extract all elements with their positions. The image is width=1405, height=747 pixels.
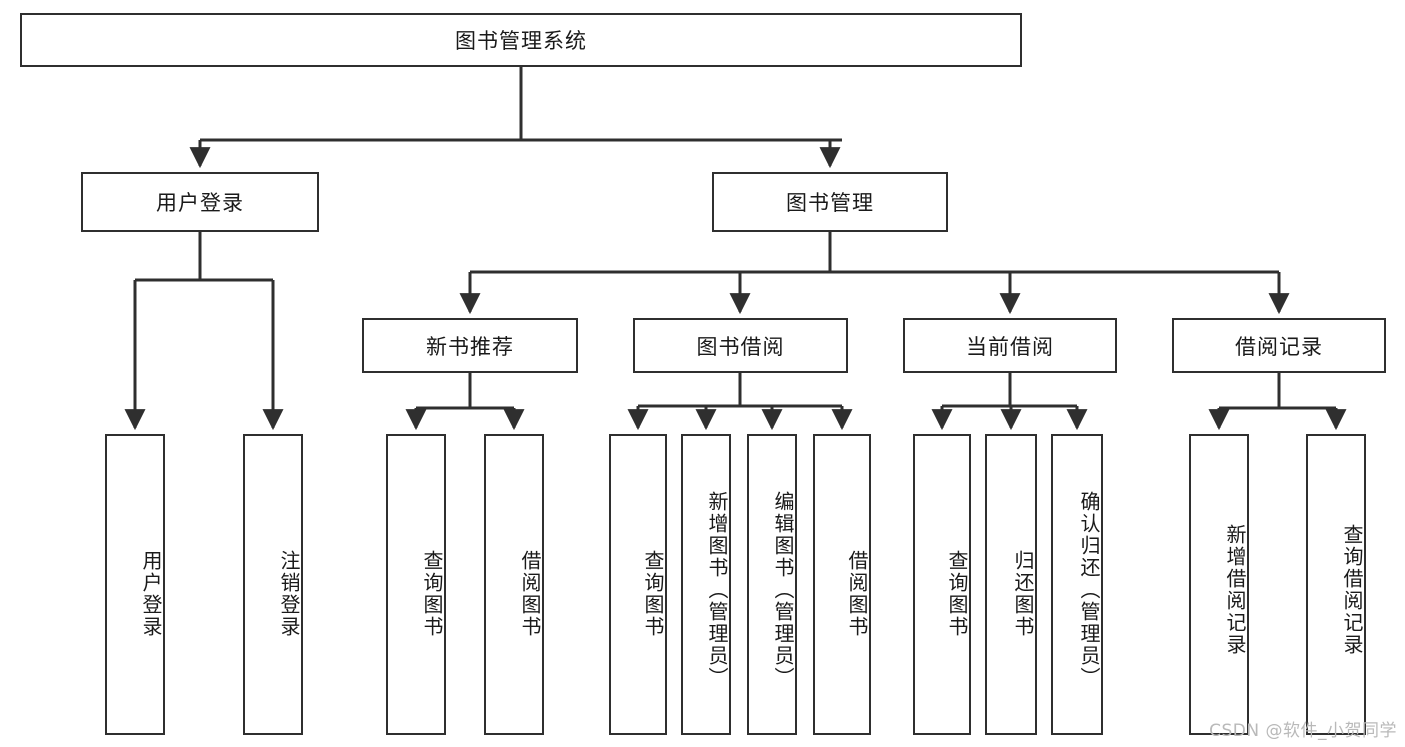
node-leaf-confirm-return[interactable]: 确认归还（管理员） [1051,434,1103,735]
node-leaf-query-book-3[interactable]: 查询图书 [913,434,971,735]
node-leaf-confirm-return-label: 确认归还（管理员） [1077,490,1101,689]
node-current-borrow[interactable]: 当前借阅 [903,318,1117,373]
watermark-text: CSDN @软件_小贺同学 [1209,721,1397,741]
node-borrow-record[interactable]: 借阅记录 [1172,318,1386,373]
node-leaf-user-logout-label: 注销登录 [277,549,301,638]
node-book-management-label: 图书管理 [786,191,874,215]
node-leaf-add-book-admin-label: 新增图书（管理员） [705,490,729,689]
node-leaf-query-book-1-label: 查询图书 [420,549,444,638]
node-leaf-query-record-label: 查询借阅记录 [1340,523,1364,656]
node-leaf-user-login-label: 用户登录 [139,549,163,638]
node-leaf-edit-book-admin[interactable]: 编辑图书（管理员） [747,434,797,735]
node-user-login-label: 用户登录 [156,191,244,215]
node-leaf-query-book-1[interactable]: 查询图书 [386,434,446,735]
node-leaf-query-record[interactable]: 查询借阅记录 [1306,434,1366,735]
node-leaf-borrow-book-1-label: 借阅图书 [518,549,542,638]
node-leaf-query-book-3-label: 查询图书 [945,549,969,638]
node-book-borrow[interactable]: 图书借阅 [633,318,848,373]
node-leaf-return-book-label: 归还图书 [1011,549,1035,638]
node-leaf-add-record-label: 新增借阅记录 [1223,523,1247,656]
node-leaf-add-book-admin[interactable]: 新增图书（管理员） [681,434,731,735]
node-leaf-user-login[interactable]: 用户登录 [105,434,165,735]
node-leaf-borrow-book-1[interactable]: 借阅图书 [484,434,544,735]
node-leaf-query-book-2-label: 查询图书 [641,549,665,638]
node-leaf-user-logout[interactable]: 注销登录 [243,434,303,735]
node-leaf-edit-book-admin-label: 编辑图书（管理员） [771,490,795,689]
node-leaf-add-record[interactable]: 新增借阅记录 [1189,434,1249,735]
node-new-book-recommend-label: 新书推荐 [426,334,514,359]
node-leaf-borrow-book-2-label: 借阅图书 [845,549,869,638]
node-book-borrow-label: 图书借阅 [696,334,785,359]
node-current-borrow-label: 当前借阅 [966,334,1054,359]
node-leaf-query-book-2[interactable]: 查询图书 [609,434,667,735]
node-root-label: 图书管理系统 [455,29,587,53]
node-user-login[interactable]: 用户登录 [81,172,319,232]
node-new-book-recommend[interactable]: 新书推荐 [362,318,578,373]
node-book-management[interactable]: 图书管理 [712,172,948,232]
node-borrow-record-label: 借阅记录 [1235,334,1323,359]
node-leaf-return-book[interactable]: 归还图书 [985,434,1037,735]
node-leaf-borrow-book-2[interactable]: 借阅图书 [813,434,871,735]
node-root[interactable]: 图书管理系统 [20,13,1022,67]
